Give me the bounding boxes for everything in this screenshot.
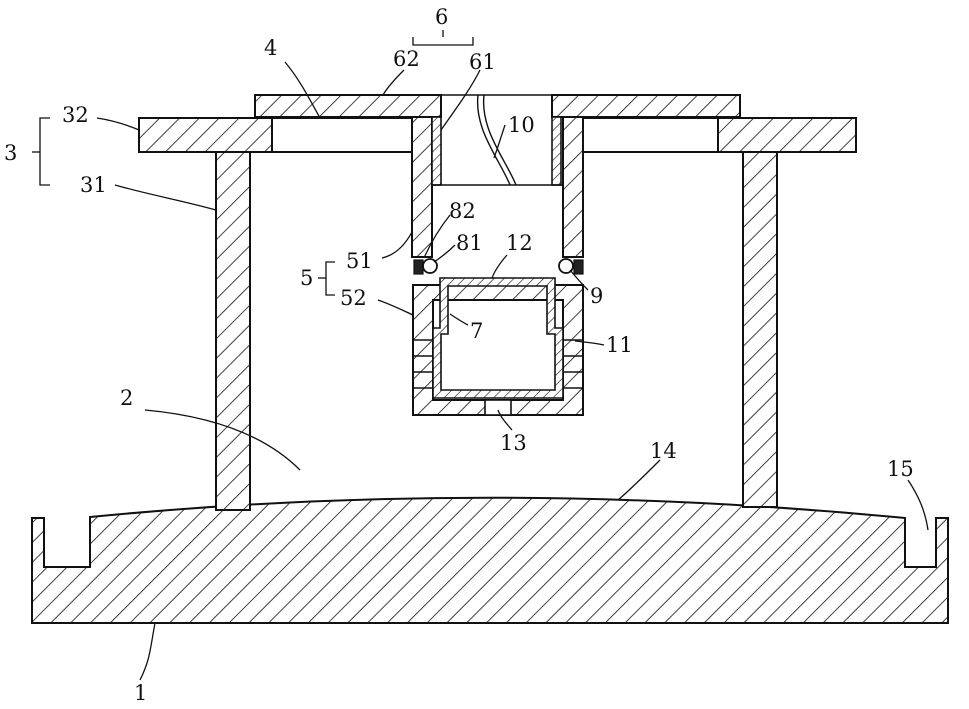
label-62: 62 [393, 47, 420, 71]
label-13: 13 [500, 431, 527, 455]
label-81: 81 [456, 231, 483, 255]
label-9: 9 [590, 284, 603, 308]
label-10: 10 [508, 113, 535, 137]
tube-wall-left [412, 117, 432, 257]
label-1: 1 [134, 681, 147, 705]
tube-inner-right [552, 117, 561, 185]
label-2: 2 [120, 386, 133, 410]
bottom-hole [485, 400, 511, 415]
tube-cap-left [255, 95, 441, 117]
label-3: 3 [4, 141, 17, 165]
label-6: 6 [435, 5, 448, 29]
label-12: 12 [506, 231, 533, 255]
ring-seat-right [574, 260, 583, 274]
opening-void-right [580, 118, 718, 152]
opening-void-left [272, 118, 412, 152]
tube-inner-left [432, 117, 441, 185]
support-plate-left [139, 118, 272, 152]
label-32: 32 [62, 103, 89, 127]
ring-seat-left [414, 260, 423, 274]
label-11: 11 [606, 333, 633, 357]
label-15: 15 [887, 457, 914, 481]
label-4: 4 [264, 36, 277, 60]
support-leg-right [743, 152, 777, 507]
label-7: 7 [470, 319, 483, 343]
label-61: 61 [469, 50, 496, 74]
label-31: 31 [80, 173, 107, 197]
support-plate-right [718, 118, 856, 152]
tube-cap-right [552, 95, 740, 117]
label-5: 5 [300, 266, 313, 290]
label-52: 52 [340, 286, 367, 310]
support-leg-left [216, 152, 250, 510]
label-82: 82 [449, 199, 476, 223]
label-51: 51 [346, 249, 373, 273]
tube-wall-right [563, 117, 583, 257]
base-block [32, 498, 948, 623]
label-14: 14 [650, 439, 677, 463]
